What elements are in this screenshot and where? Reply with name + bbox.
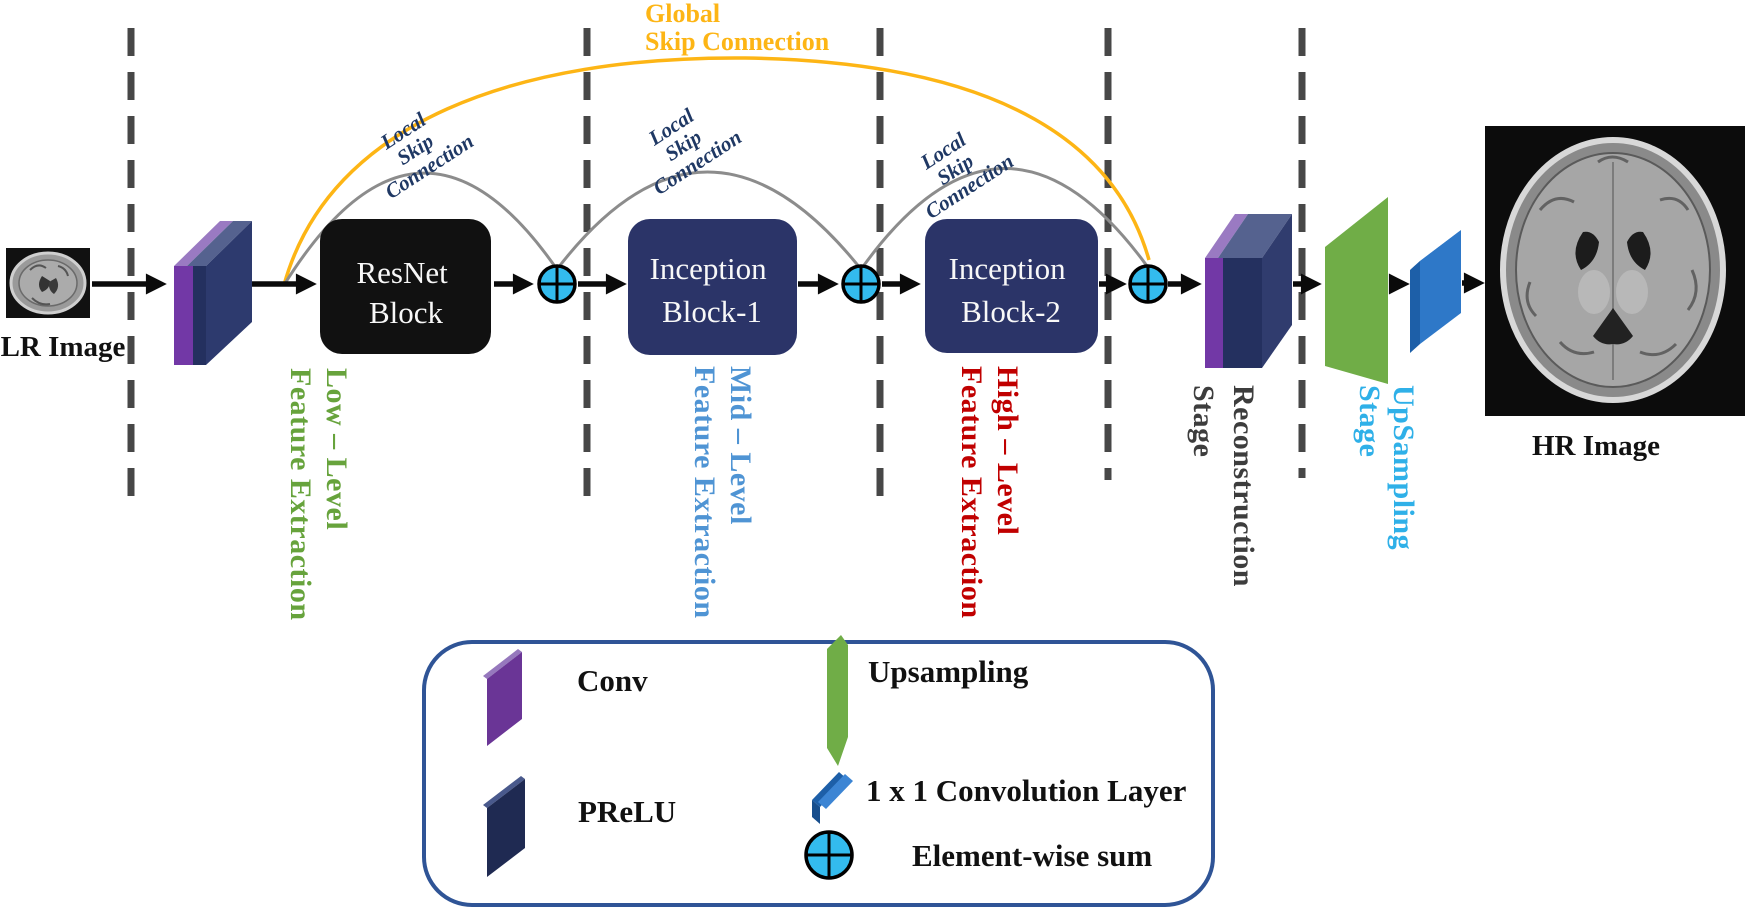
legend-conv-icon xyxy=(483,649,522,746)
legend-sum-label: Element-wise sum xyxy=(912,838,1152,873)
resnet-block-label-line2: Block xyxy=(369,295,444,330)
global-skip-label-line2: Skip Connection xyxy=(645,27,830,56)
inception-block-2: Inception Block-2 xyxy=(925,219,1098,353)
element-wise-sum-nodes xyxy=(537,264,1168,304)
global-skip-label-line1: Global xyxy=(645,0,720,28)
local-skip-label-2: Local Skip Connection xyxy=(625,88,746,200)
conv-slab xyxy=(1205,258,1223,368)
prelu-slab xyxy=(1223,258,1262,368)
conv-prelu-stack-reconstruction xyxy=(1205,214,1292,368)
stage-label-reconstruction: Reconstruction Stage xyxy=(1187,385,1260,595)
hr-image-label: HR Image xyxy=(1532,430,1660,462)
legend-prelu-label: PReLU xyxy=(578,794,676,829)
legend: Conv PReLU Upsampling 1 x 1 Convolution … xyxy=(422,635,1215,907)
flow-arrows xyxy=(92,272,1485,295)
svg-text:ResNet Block: ResNet Block xyxy=(356,255,455,330)
sum-node-3 xyxy=(1128,264,1168,304)
global-skip-label: Global Skip Connection xyxy=(645,0,830,56)
legend-conv1x1-icon xyxy=(812,772,853,824)
sum-node-1 xyxy=(537,264,577,304)
stage-label-upsampling: UpSampling Stage xyxy=(1353,385,1420,558)
conv-prelu-stack-input xyxy=(174,221,252,365)
inception-block-1: Inception Block-1 xyxy=(628,219,797,355)
inception1-label-line1: Inception xyxy=(650,251,768,286)
inception2-label-line1: Inception xyxy=(949,251,1067,286)
prelu-slab xyxy=(193,266,206,365)
legend-upsampling-label: Upsampling xyxy=(868,654,1029,689)
conv-slab xyxy=(174,266,193,365)
resnet-block-label-line1: ResNet xyxy=(356,255,448,290)
sum-node-2 xyxy=(841,264,881,304)
inception2-label-line2: Block-2 xyxy=(961,294,1061,329)
legend-upsampling-icon xyxy=(827,635,848,766)
legend-sum-icon xyxy=(804,830,854,880)
global-skip-curve xyxy=(282,56,1151,286)
local-skip-curve-1 xyxy=(282,171,558,286)
stage-separator-lines xyxy=(127,28,1306,505)
legend-box xyxy=(422,640,1215,907)
conv1x1-slab xyxy=(1410,230,1461,353)
legend-conv1x1-label: 1 x 1 Convolution Layer xyxy=(866,773,1187,808)
svg-text:Inception Block-1: Inception Block-1 xyxy=(650,251,775,329)
legend-prelu-icon xyxy=(483,776,525,877)
lr-brain-image xyxy=(6,248,90,318)
stage-label-high-level: High – Level Feature Extraction xyxy=(955,366,1024,619)
stage-label-mid-level: Mid – Level Feature Extraction xyxy=(688,366,757,619)
upsampling-trapezoid xyxy=(1325,197,1388,384)
local-skip-curve-3 xyxy=(860,167,1149,269)
svg-text:Inception Block-2: Inception Block-2 xyxy=(949,251,1074,329)
hr-brain-image xyxy=(1485,126,1745,416)
inception1-label-line2: Block-1 xyxy=(662,294,762,329)
local-skip-curve-2 xyxy=(556,170,862,269)
lr-image-label: LR Image xyxy=(1,331,126,363)
resnet-block: ResNet Block xyxy=(320,219,491,354)
legend-conv-label: Conv xyxy=(577,663,648,698)
stage-label-low-level: Low – Level Feature Extraction xyxy=(284,368,353,621)
